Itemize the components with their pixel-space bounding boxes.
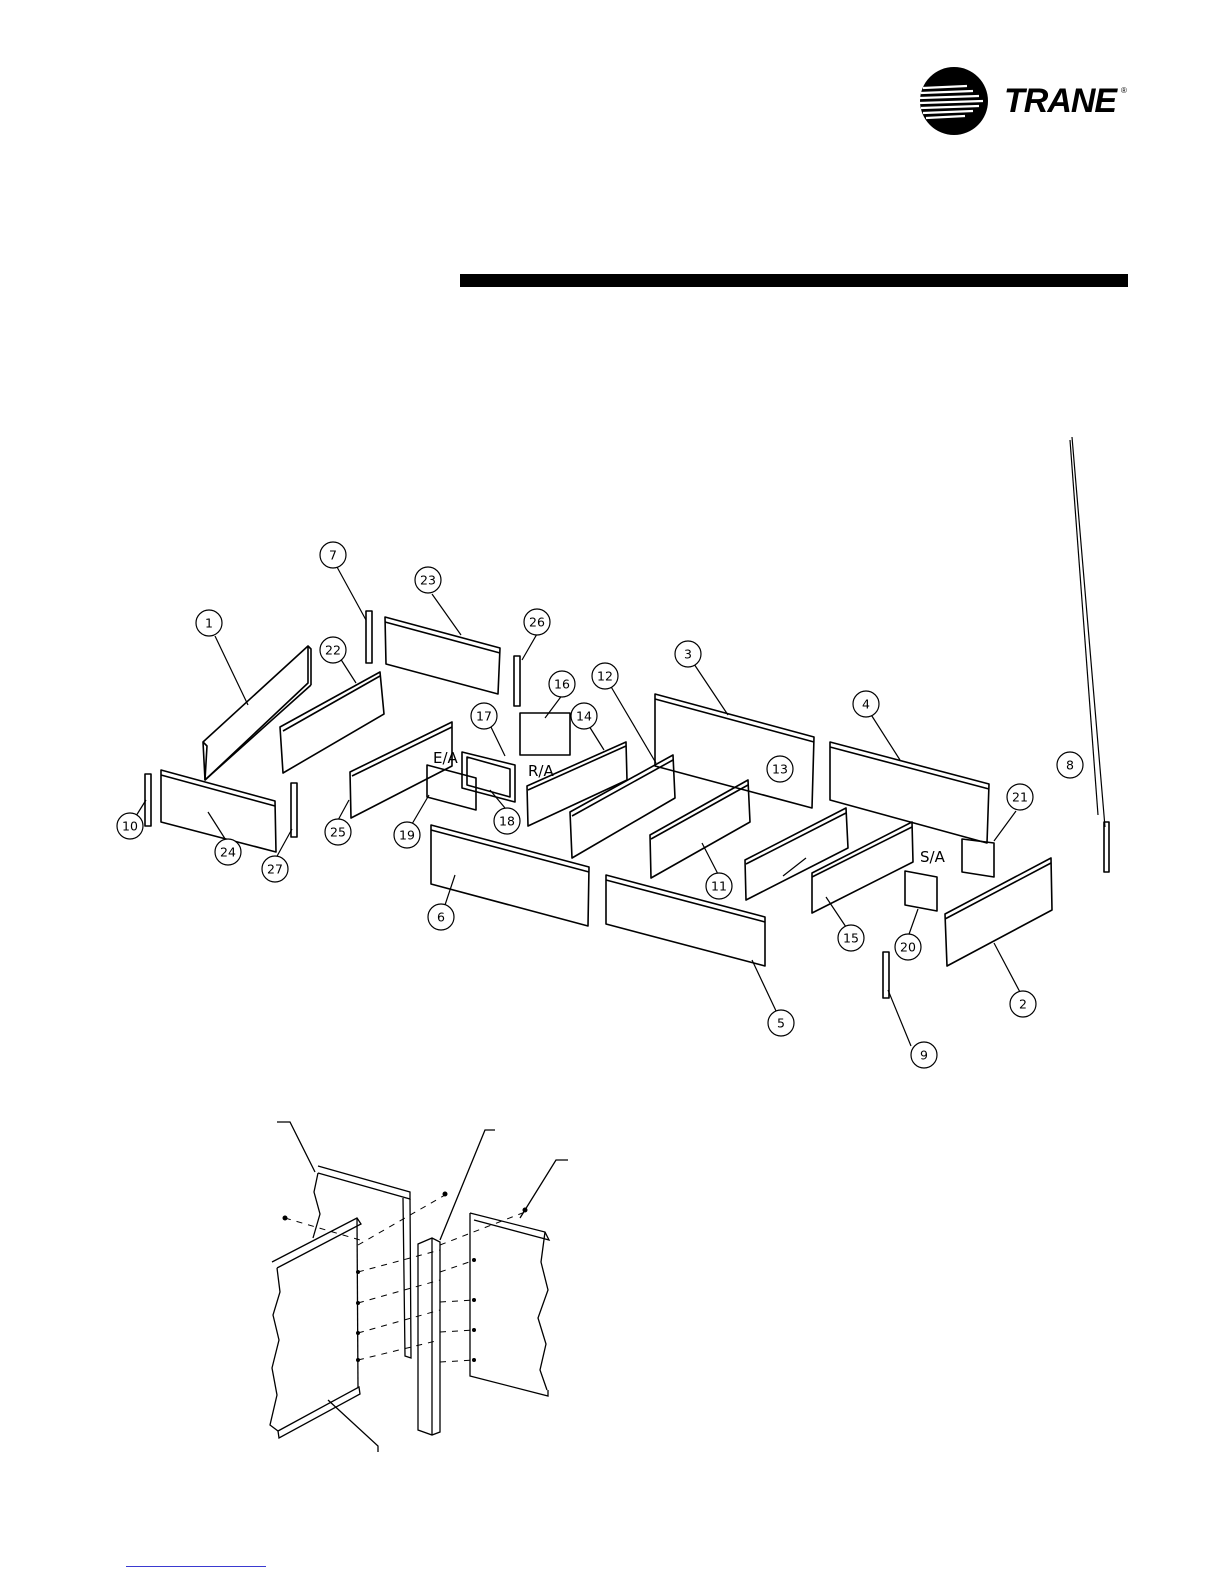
panel-16: [520, 713, 570, 755]
panel-23: [385, 617, 500, 694]
footer-link-rule: [126, 1566, 266, 1567]
panel-3: [655, 694, 814, 808]
panel-2: [945, 858, 1052, 966]
callout-label: 13: [772, 762, 788, 777]
callout-label: 3: [684, 647, 692, 662]
post-7: [366, 611, 372, 663]
callout-label: 14: [576, 709, 592, 724]
callout-label: 21: [1012, 790, 1028, 805]
panel-25: [350, 722, 452, 818]
callout-label: 15: [843, 931, 859, 946]
callout-label: 17: [476, 709, 492, 724]
callout-label: 24: [220, 845, 236, 860]
callout-label: 25: [330, 825, 346, 840]
panel-19: [427, 765, 476, 810]
post-26: [514, 656, 520, 706]
callout-label: 1: [205, 616, 213, 631]
callout-label: 2: [1019, 997, 1027, 1012]
callout-label: 12: [597, 669, 613, 684]
callout-label: 16: [554, 677, 570, 692]
callout-label: 19: [399, 828, 415, 843]
return-air-label: R/A: [528, 762, 554, 780]
callout-label: 4: [862, 697, 870, 712]
panel-12: [570, 755, 675, 858]
joint-detail: [270, 1122, 568, 1452]
post-27: [291, 783, 297, 837]
callout-label: 18: [499, 814, 515, 829]
callout-label: 23: [420, 573, 436, 588]
panel-5: [606, 875, 765, 966]
panel-11: [650, 780, 750, 878]
post-8: [1104, 822, 1109, 872]
panel-24: [161, 770, 276, 852]
callout-label: 11: [711, 879, 727, 894]
callout-label: 8: [1066, 758, 1074, 773]
panel-22: [280, 672, 384, 773]
panel-20: [905, 871, 937, 911]
callout-label: 22: [325, 643, 341, 658]
callout-label: 10: [122, 819, 138, 834]
exhaust-air-label: E/A: [433, 749, 459, 767]
panel-21: [962, 839, 994, 877]
callout-label: 20: [900, 940, 916, 955]
callout-label: 7: [329, 548, 337, 563]
supply-air-label: S/A: [920, 848, 946, 866]
callout-label: 9: [920, 1048, 928, 1063]
callout-label: 5: [777, 1016, 785, 1031]
callout-label: 26: [529, 615, 545, 630]
callout-label: 6: [437, 910, 445, 925]
panel-13: [745, 808, 848, 900]
callout-label: 27: [267, 862, 283, 877]
panel-1: [203, 646, 311, 780]
